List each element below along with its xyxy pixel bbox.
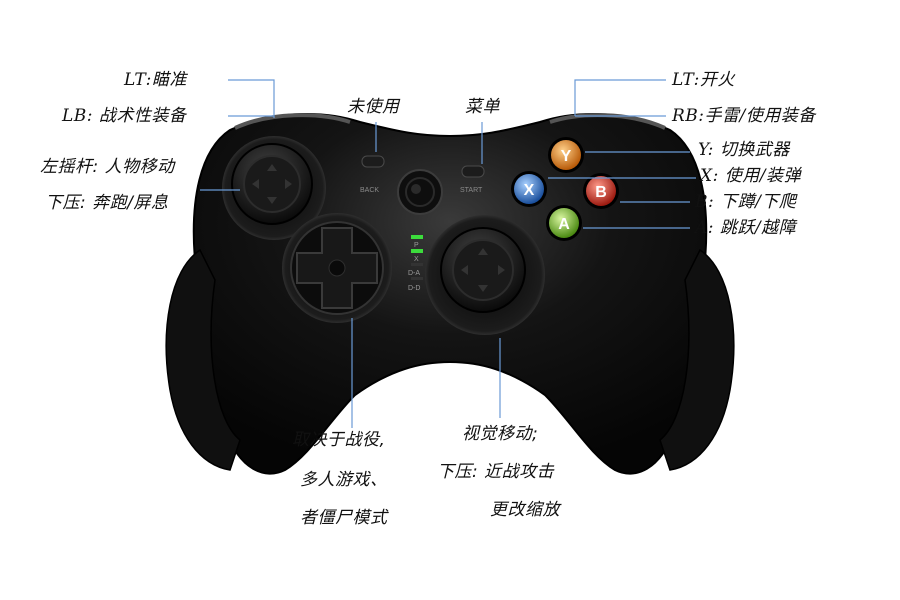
mode-indicator: P X D-A D-D	[408, 235, 423, 292]
b-letter: B	[595, 184, 607, 201]
mode-label-x: X	[414, 256, 419, 263]
right-stick-arrows-icon	[461, 248, 505, 292]
dpad[interactable]	[282, 213, 392, 323]
mode-led-dd	[411, 277, 423, 280]
label-a-jump: A: 跳跃/越障	[695, 218, 797, 238]
left-stick[interactable]	[222, 136, 326, 240]
back-button[interactable]	[361, 155, 385, 168]
label-b-crouch: B: 下蹲/下爬	[695, 192, 797, 212]
back-text: BACK	[360, 187, 379, 194]
label-right-stick-line1: 视觉移动;	[462, 424, 539, 444]
label-dpad-line1: 取决于战役,	[292, 430, 386, 450]
x-button[interactable]: X	[511, 171, 547, 207]
a-button[interactable]: A	[546, 205, 582, 241]
y-letter: Y	[561, 148, 572, 165]
label-lt-aim: LT:瞄准	[124, 70, 187, 90]
label-dpad-line3: 者僵尸模式	[300, 508, 388, 528]
label-lb-tactical: LB: 战术性装备	[62, 106, 187, 126]
label-left-stick-press: 下压: 奔跑/屏息	[45, 193, 169, 213]
guide-button[interactable]	[397, 169, 443, 215]
label-left-stick: 左摇杆: 人物移动	[40, 157, 175, 177]
mode-led-x	[411, 249, 423, 253]
mode-label-dd: D-D	[408, 285, 420, 292]
label-right-stick-line3: 更改缩放	[490, 500, 560, 520]
start-text: START	[460, 187, 483, 194]
callout-lt-aim	[228, 79, 275, 118]
label-back-unused: 未使用	[347, 97, 400, 117]
a-letter: A	[558, 216, 570, 233]
b-button[interactable]: B	[583, 173, 619, 209]
callout-rt	[574, 79, 666, 116]
label-start-menu: 菜单	[465, 97, 500, 117]
label-x-use: X: 使用/装弹	[700, 166, 801, 186]
right-stick[interactable]	[425, 215, 545, 335]
callout-lines	[200, 79, 696, 428]
start-button[interactable]	[461, 165, 485, 178]
mode-led-da	[411, 263, 423, 266]
mode-label-da: D-A	[408, 270, 420, 277]
x-letter: X	[524, 182, 535, 199]
y-button[interactable]: Y	[548, 137, 584, 173]
label-rb-grenade: RB:手雷/使用装备	[672, 106, 816, 126]
label-y-switch: Y: 切换武器	[698, 140, 790, 160]
label-rt-fire: LT:开火	[672, 70, 735, 90]
mode-led-p	[411, 235, 423, 239]
mode-label-p: P	[414, 242, 419, 249]
label-dpad-line2: 多人游戏、	[300, 470, 388, 490]
left-stick-arrows-icon	[252, 164, 292, 204]
label-right-stick-line2: 下压: 近战攻击	[437, 462, 555, 482]
